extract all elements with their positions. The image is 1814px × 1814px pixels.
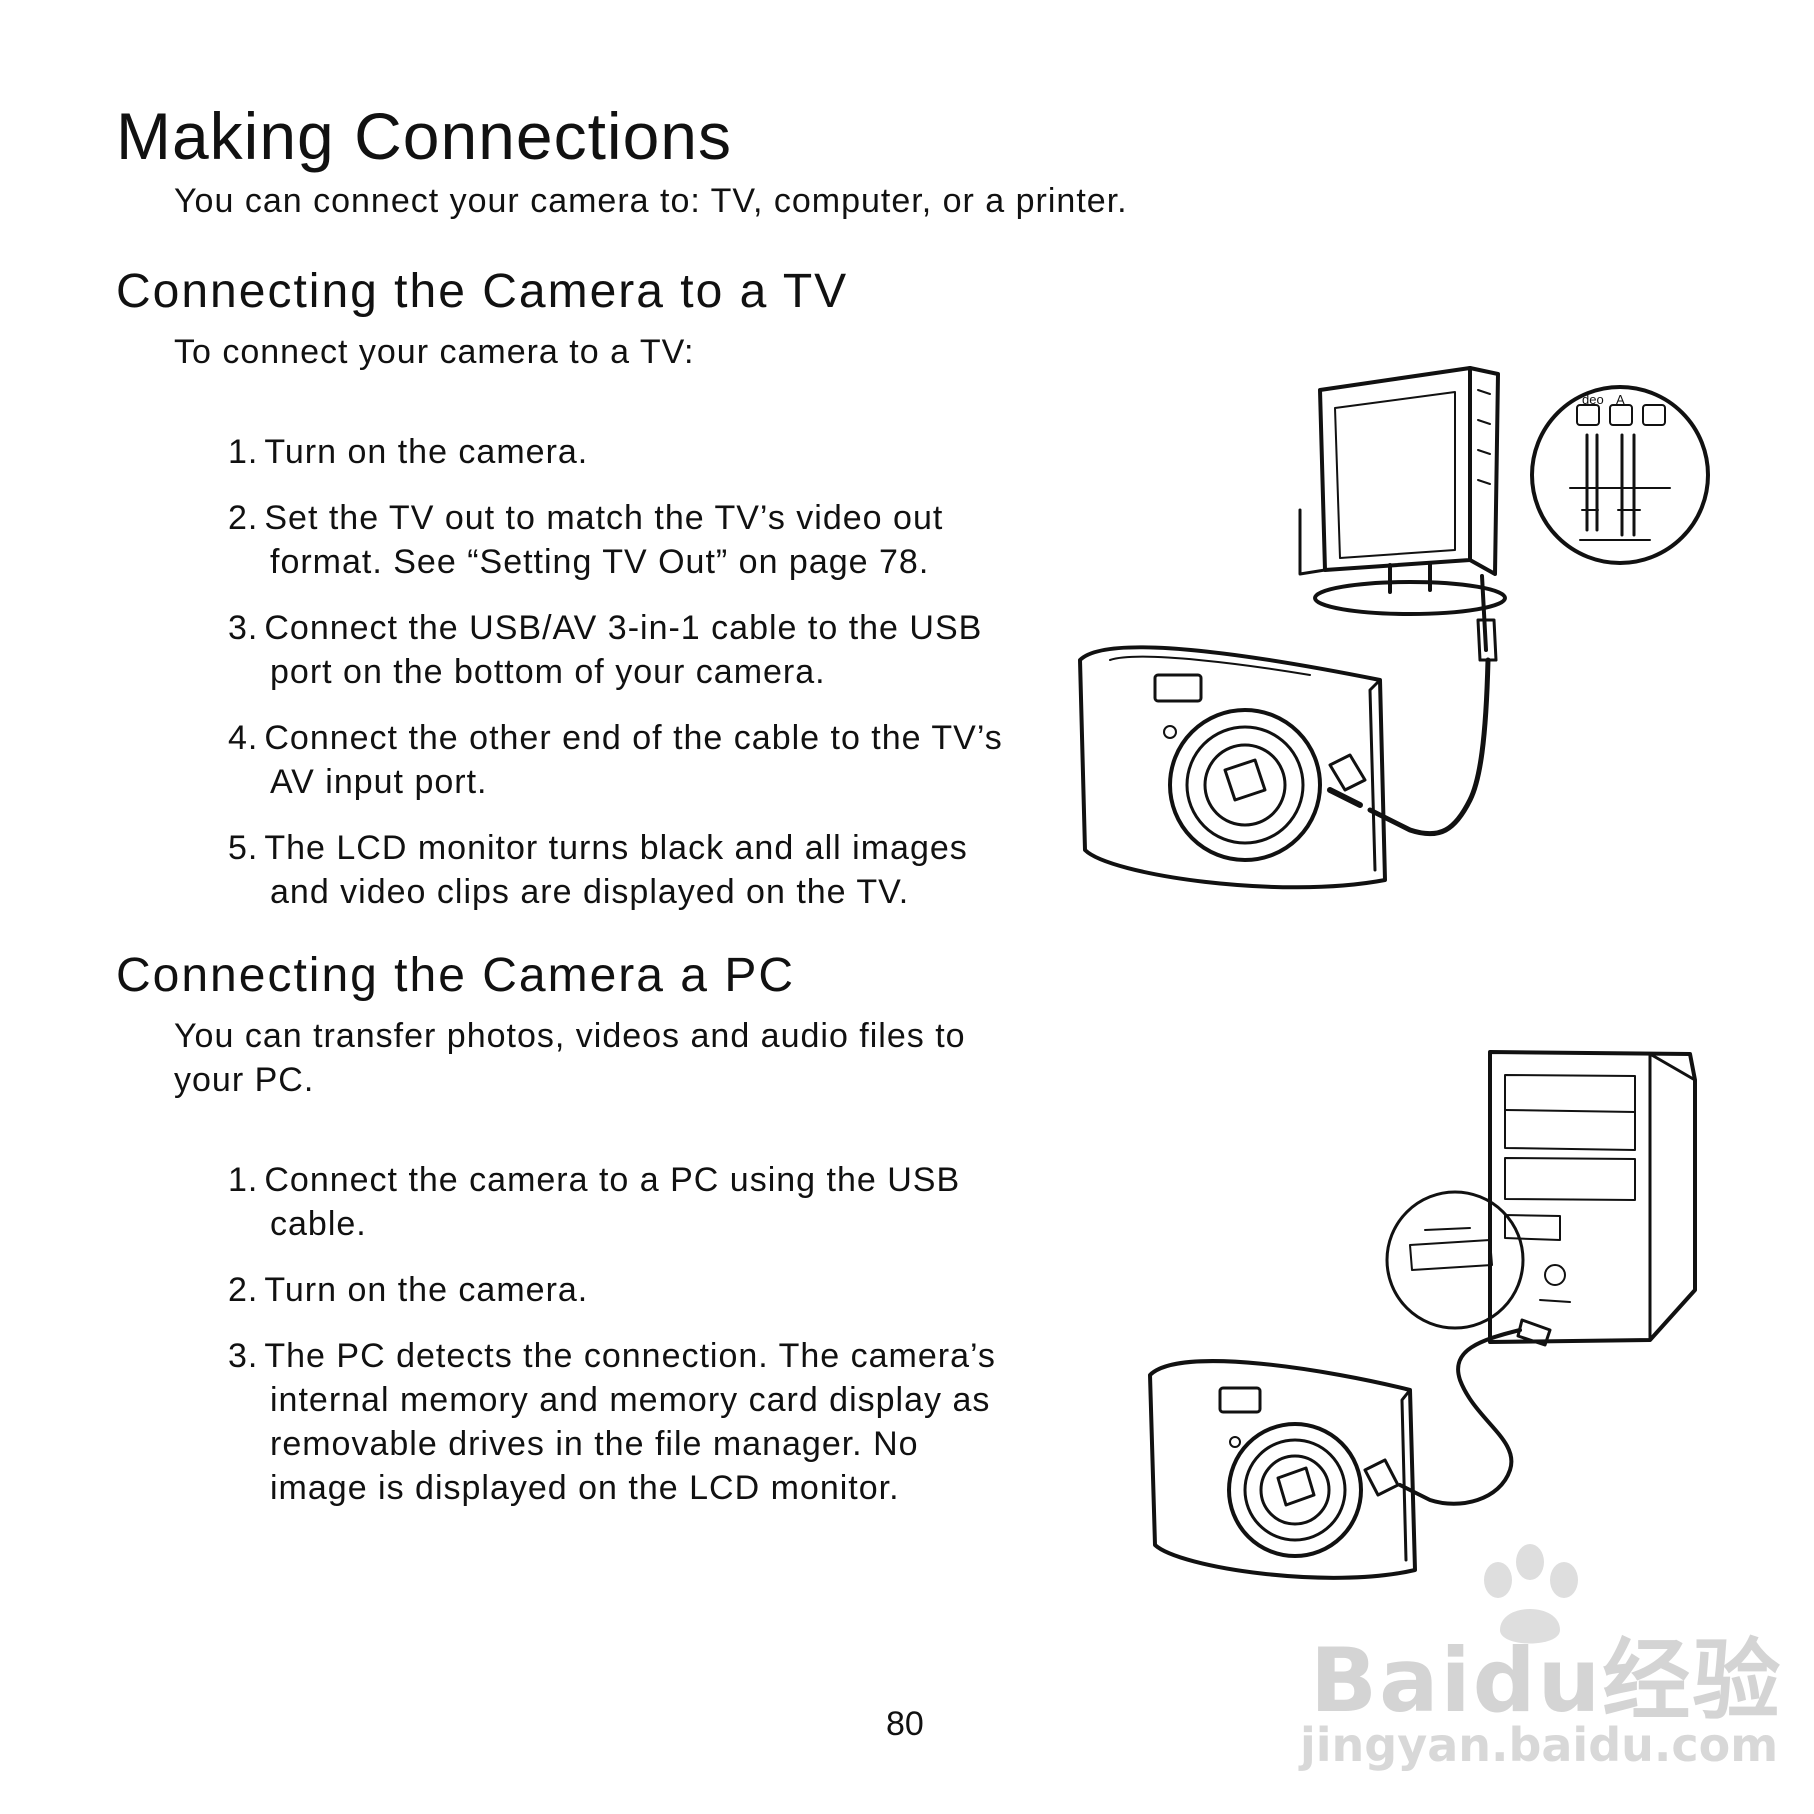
baidu-watermark: Baidu经验 jingyan.baidu.com [1300, 1540, 1780, 1780]
step-number: 3. [228, 609, 259, 647]
step-number: 1. [228, 1161, 259, 1199]
camera-icon [1148, 1359, 1417, 1580]
step-text: Connect the camera to a PC using the USB… [264, 1161, 961, 1243]
step-text: Turn on the camera. [264, 1271, 589, 1309]
tv-step: 3.Connect the USB/AV 3-in-1 cable to the… [208, 606, 1008, 694]
tv-step: 1.Turn on the camera. [208, 430, 1008, 474]
pc-step: 2.Turn on the camera. [208, 1268, 1008, 1312]
port-label-audio: A [1616, 392, 1625, 407]
usb-cable-icon [1398, 1318, 1552, 1506]
tv-step: 2.Set the TV out to match the TV’s video… [208, 496, 1008, 584]
tv-step: 4.Connect the other end of the cable to … [208, 716, 1008, 804]
pc-section-intro: You can transfer photos, videos and audi… [174, 1017, 966, 1099]
pc-tower-icon [1488, 1050, 1697, 1344]
step-number: 2. [228, 499, 259, 537]
page-number: 80 [886, 1705, 924, 1743]
tv-connection-illustration: deo A [1078, 366, 1710, 890]
watermark-brand: Baidu经验 [1310, 1629, 1783, 1732]
pc-step: 1.Connect the camera to a PC using the U… [208, 1158, 1008, 1246]
tv-steps-list: 1.Turn on the camera. 2.Set the TV out t… [208, 430, 1008, 936]
step-number: 1. [228, 433, 259, 471]
paw-logo-icon [1484, 1544, 1578, 1644]
step-text: Connect the other end of the cable to th… [264, 719, 1003, 801]
tv-step: 5.The LCD monitor turns black and all im… [208, 826, 1008, 914]
step-text: Set the TV out to match the TV’s video o… [264, 499, 944, 581]
step-number: 3. [228, 1337, 259, 1375]
step-number: 4. [228, 719, 259, 757]
pc-section-title: Connecting the Camera a PC [116, 949, 795, 1002]
pc-connection-illustration [1148, 1050, 1697, 1580]
step-number: 5. [228, 829, 259, 867]
tv-section-title: Connecting the Camera to a TV [116, 265, 849, 318]
pc-steps-list: 1.Connect the camera to a PC using the U… [208, 1158, 1008, 1532]
page-title: Making Connections [116, 99, 732, 173]
av-port-zoom-icon [1530, 385, 1710, 565]
camera-icon [1078, 645, 1387, 890]
pc-step: 3.The PC detects the connection. The cam… [208, 1334, 1008, 1510]
step-text: The PC detects the connection. The camer… [264, 1337, 996, 1507]
watermark-url: jingyan.baidu.com [1300, 1718, 1779, 1772]
tv-section-intro: To connect your camera to a TV: [174, 333, 695, 371]
step-text: The LCD monitor turns black and all imag… [264, 829, 968, 911]
step-text: Connect the USB/AV 3-in-1 cable to the U… [264, 609, 983, 691]
step-text: Turn on the camera. [264, 433, 589, 471]
tv-icon [1298, 366, 1507, 616]
port-label-video: deo [1582, 392, 1604, 407]
page-intro: You can connect your camera to: TV, comp… [174, 182, 1128, 220]
av-cable-icon [1327, 574, 1498, 837]
step-number: 2. [228, 1271, 259, 1309]
usb-port-zoom-icon [1385, 1190, 1525, 1330]
